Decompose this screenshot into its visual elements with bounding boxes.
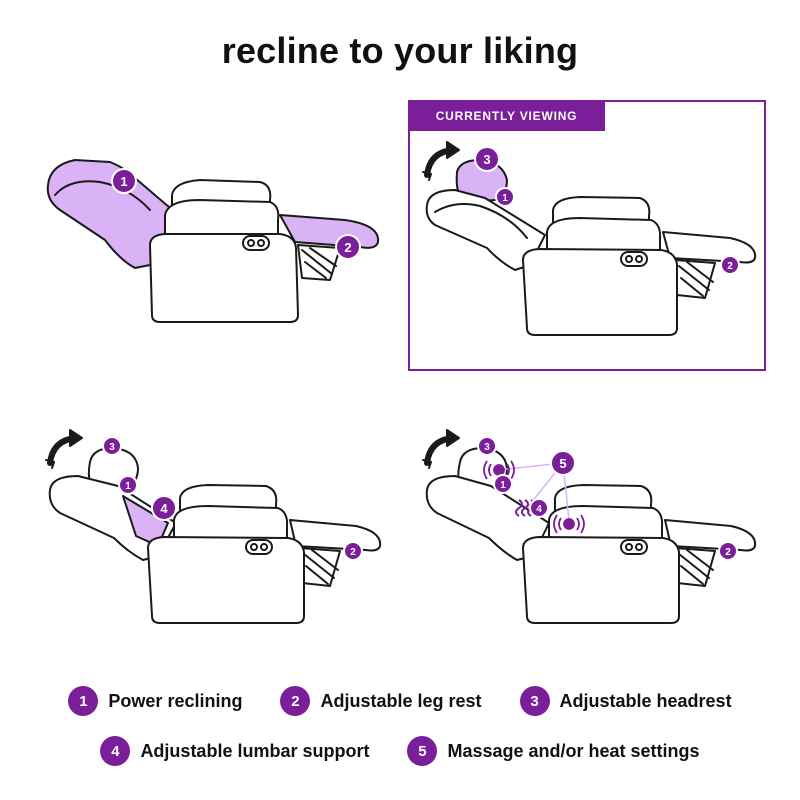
svg-text:3: 3 (484, 442, 490, 453)
currently-viewing-tag: CURRENTLY VIEWING (408, 100, 605, 131)
svg-text:1: 1 (502, 193, 508, 204)
badge-lumbar: 4 (151, 495, 177, 521)
svg-text:4: 4 (536, 504, 542, 515)
legend-row-2: 4 Adjustable lumbar support 5 Massage an… (0, 736, 800, 766)
svg-text:1: 1 (500, 480, 506, 491)
legend-item-power-reclining: 1 Power reclining (68, 686, 242, 716)
badge-lumbar-small: 4 (529, 498, 549, 518)
svg-text:3: 3 (483, 152, 490, 167)
legend-badge: 1 (68, 686, 99, 716)
badge-power-reclining-small: 1 (493, 474, 513, 494)
badge-headrest: 3 (474, 146, 500, 172)
legend-label: Power reclining (108, 690, 243, 711)
vibration-icon (483, 460, 515, 480)
svg-text:1: 1 (125, 481, 131, 492)
badge-massage: 5 (550, 450, 576, 476)
vibration-icon (553, 514, 585, 534)
page-title: recline to your liking (221, 30, 579, 71)
svg-text:2: 2 (727, 261, 733, 272)
legend-label: Adjustable lumbar support (140, 740, 370, 761)
legend-badge: 2 (280, 686, 311, 716)
recliner-panel-headrest: 3 1 2 (415, 140, 760, 340)
badge-leg-rest-small: 2 (720, 255, 740, 275)
legend-item-lumbar: 4 Adjustable lumbar support (100, 736, 369, 766)
legend-item-massage: 5 Massage and/or heat settings (407, 736, 700, 766)
svg-text:3: 3 (109, 442, 115, 453)
badge-leg-rest-small: 2 (343, 541, 363, 561)
svg-text:1: 1 (120, 174, 127, 189)
recliner-illustration-power: 1 2 (46, 159, 380, 323)
legend-badge: 3 (519, 686, 550, 716)
recliner-illustration-massage: 5 3 1 4 2 (422, 429, 757, 624)
badge-power-reclining-small: 1 (495, 187, 515, 207)
recliner-illustration-lumbar: 3 1 4 2 (45, 429, 382, 624)
legend-item-headrest: 3 Adjustable headrest (519, 686, 732, 716)
svg-text:2: 2 (350, 547, 356, 558)
recliner-panel-power: 1 2 (40, 150, 400, 340)
badge-power-reclining-small: 1 (118, 475, 138, 495)
legend-label: Adjustable headrest (559, 690, 732, 711)
legend-item-leg-rest: 2 Adjustable leg rest (280, 686, 482, 716)
recliner-panel-massage: 5 3 1 4 2 (415, 428, 765, 628)
badge-power-reclining: 1 (111, 168, 137, 194)
svg-text:4: 4 (160, 501, 168, 516)
recliner-panel-lumbar: 3 1 4 2 (38, 428, 388, 628)
svg-text:2: 2 (344, 240, 351, 255)
badge-leg-rest: 2 (335, 234, 361, 260)
badge-leg-rest-small: 2 (718, 541, 738, 561)
legend-label: Massage and/or heat settings (447, 740, 700, 761)
legend-badge: 5 (407, 736, 438, 766)
badge-headrest-small: 3 (102, 436, 122, 456)
badge-headrest-small: 3 (477, 436, 497, 456)
legend-badge: 4 (100, 736, 131, 766)
legend-row-1: 1 Power reclining 2 Adjustable leg rest … (0, 686, 800, 716)
svg-text:2: 2 (725, 547, 731, 558)
recliner-illustration-headrest: 3 1 2 (422, 141, 757, 336)
svg-text:5: 5 (559, 456, 566, 471)
legend-label: Adjustable leg rest (320, 690, 482, 711)
